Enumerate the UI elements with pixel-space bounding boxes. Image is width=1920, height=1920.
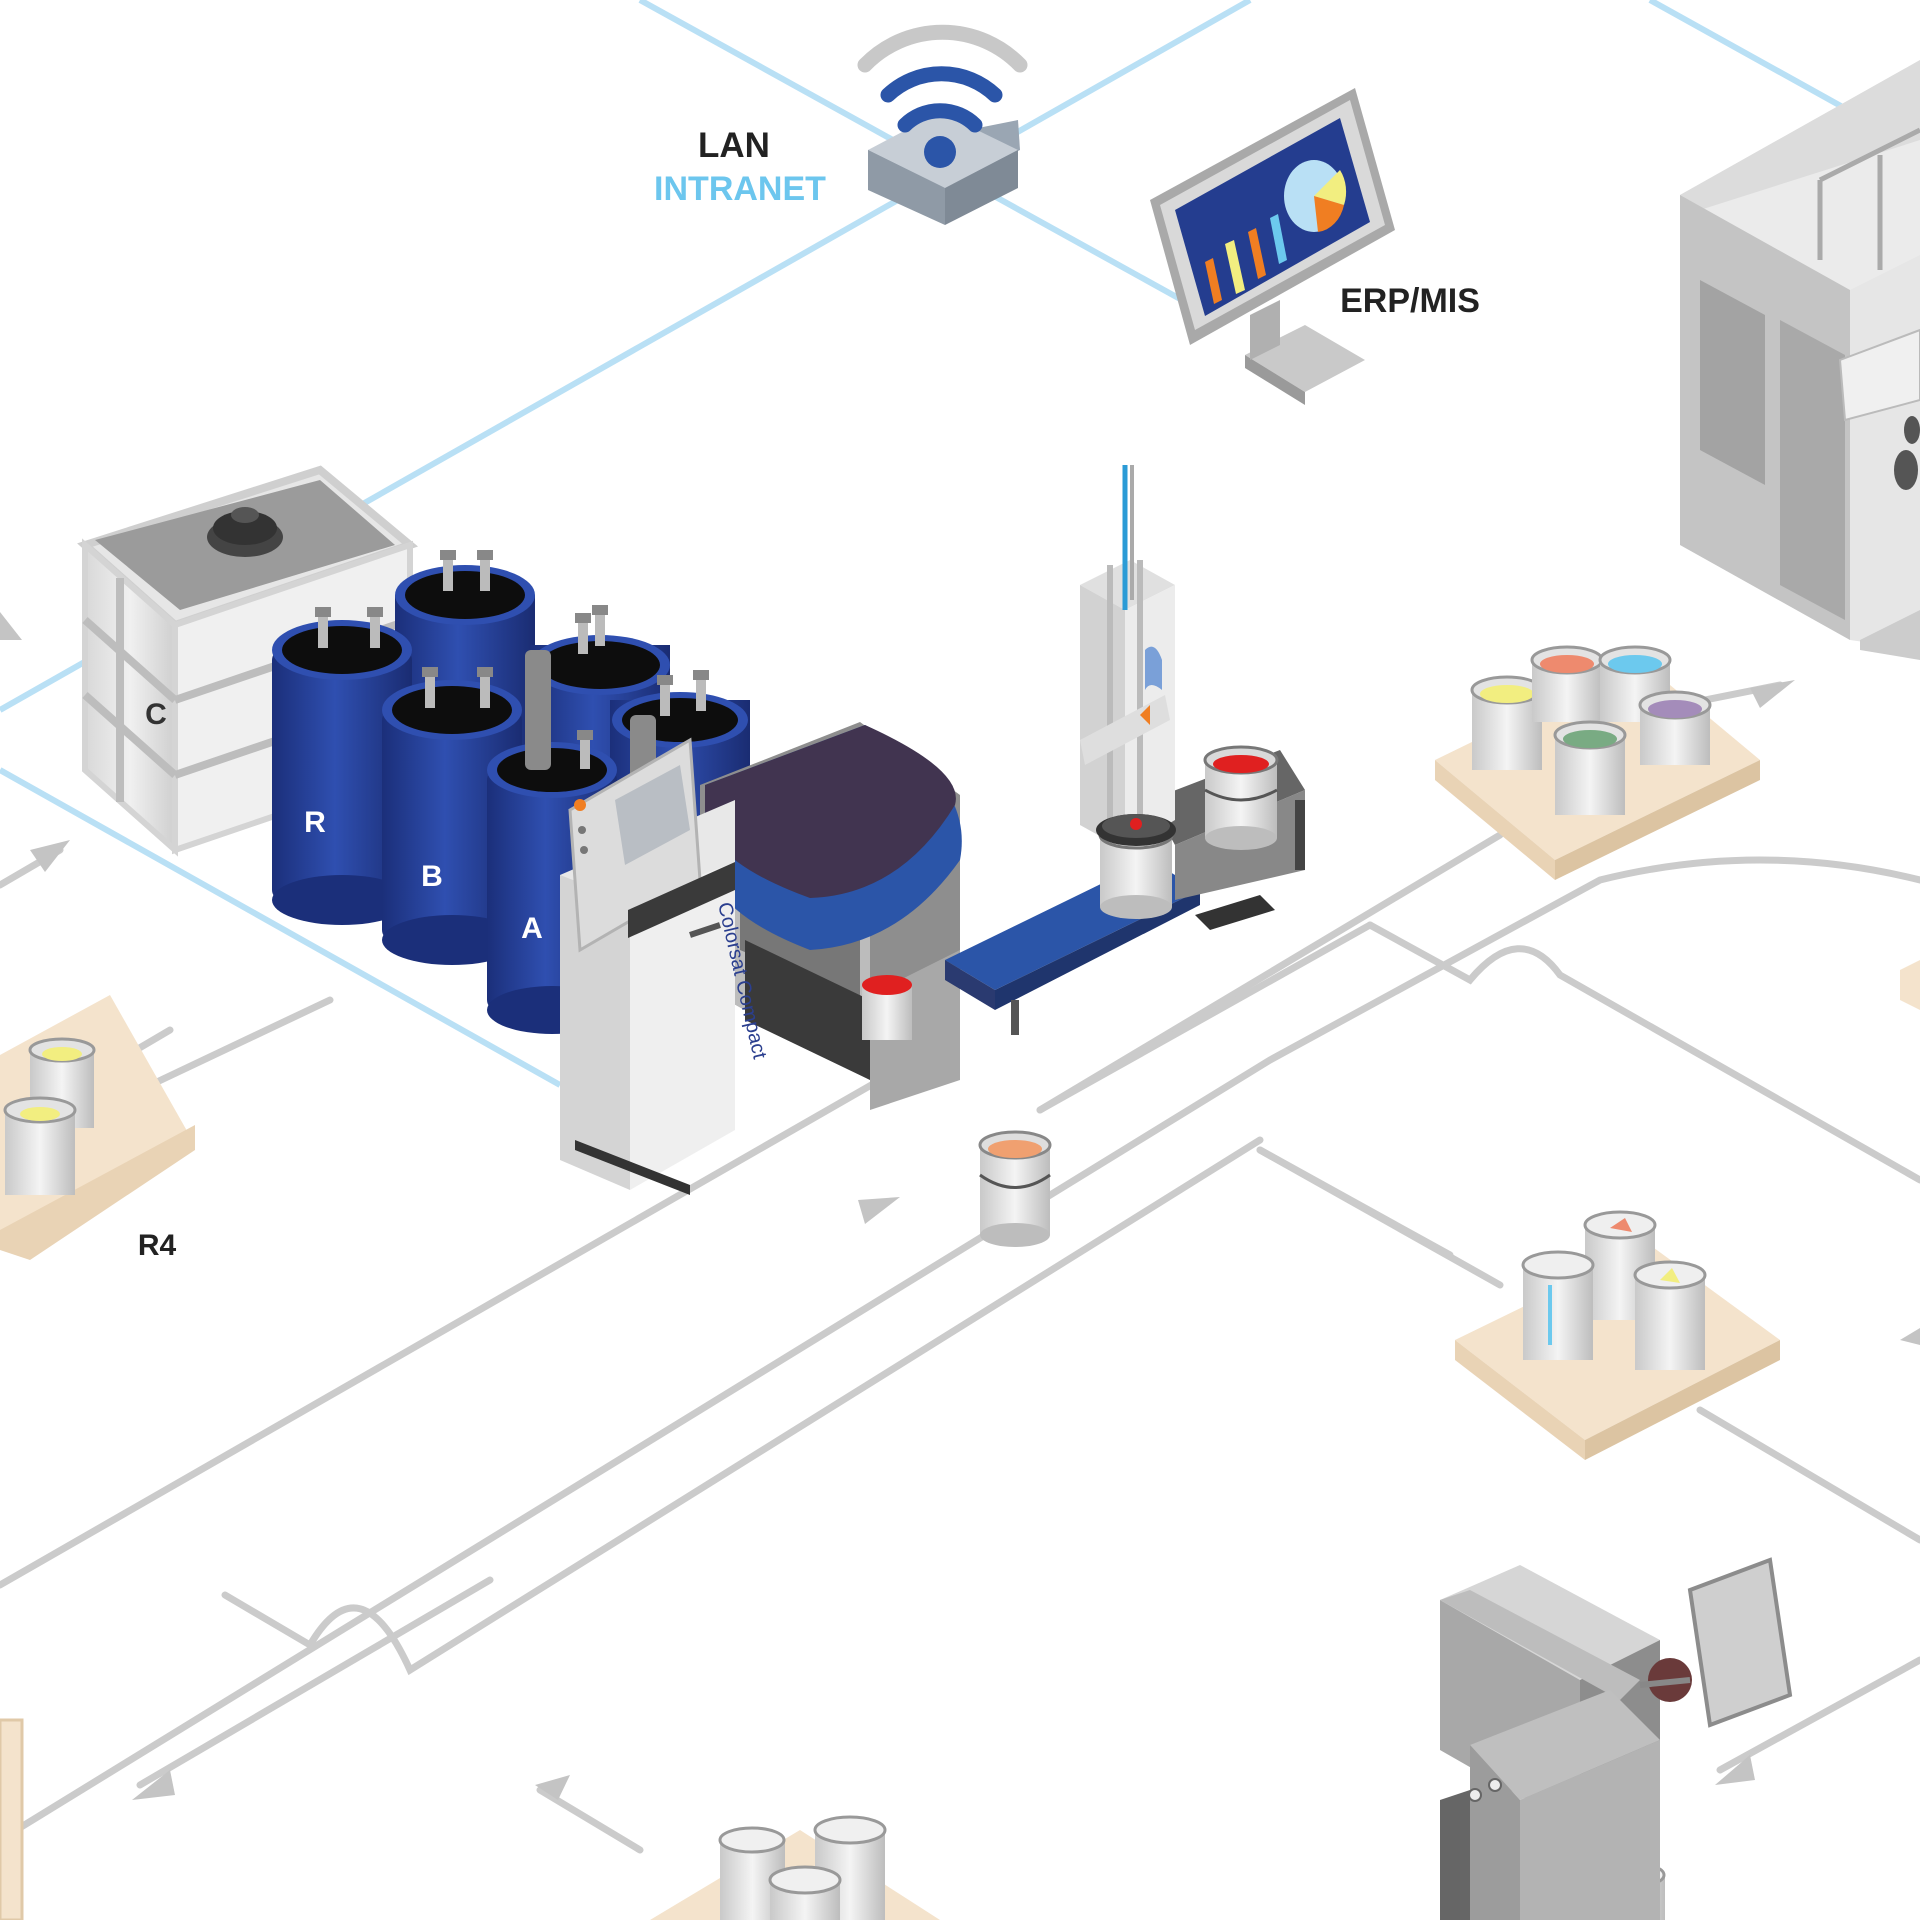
- monitor-chart-icon: [1150, 88, 1395, 405]
- pallet-used-cans: [1455, 1210, 1780, 1460]
- pallet-r4-label: R4: [138, 1229, 177, 1262]
- flow-arrows: [0, 612, 1920, 1800]
- drum-b-label: B: [421, 860, 443, 893]
- mixer-stand: [1080, 465, 1175, 850]
- pallet-colored-cans: [1435, 645, 1760, 880]
- wooden-post: [0, 1718, 24, 1920]
- erp-label: ERP/MIS: [1340, 282, 1480, 320]
- drum-a-label: A: [521, 912, 543, 945]
- conveyor-cans: [1096, 745, 1279, 919]
- dispensing-machine: [560, 722, 962, 1195]
- intranet-label: INTRANET: [654, 170, 826, 208]
- lan-label: LAN: [698, 126, 770, 165]
- orange-paint-can: [978, 1130, 1052, 1247]
- pallet-right-edge: [1900, 960, 1920, 1010]
- drum-r: [272, 607, 412, 925]
- tank-c-label: C: [145, 698, 167, 731]
- wifi-router-icon: [857, 24, 1028, 225]
- drum-r-label: R: [304, 806, 326, 839]
- pallet-r4: [0, 995, 195, 1260]
- industrial-mixer: [1440, 1557, 1793, 1920]
- building-equipment: [1680, 60, 1920, 660]
- flow-lines: [0, 681, 1920, 1854]
